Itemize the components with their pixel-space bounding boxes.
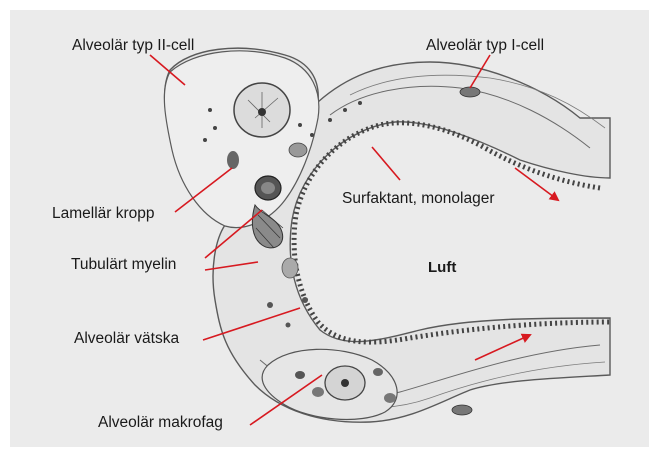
label-air: Luft	[428, 259, 456, 277]
label-macrophage: Alveolär makrofag	[98, 414, 223, 432]
label-type-ii-cell: Alveolär typ II-cell	[72, 37, 194, 55]
label-alveolar-fluid: Alveolär vätska	[74, 330, 179, 348]
flow-arrow-top	[515, 168, 558, 200]
label-lamellar-body: Lamellär kropp	[52, 205, 155, 223]
label-surfactant: Surfaktant, monolager	[342, 190, 495, 208]
label-type-i-cell: Alveolär typ I-cell	[426, 37, 544, 55]
label-tubular-myelin: Tubulärt myelin	[71, 256, 176, 274]
type-i-nucleus	[460, 87, 480, 97]
pointer-surfactant	[372, 147, 400, 180]
